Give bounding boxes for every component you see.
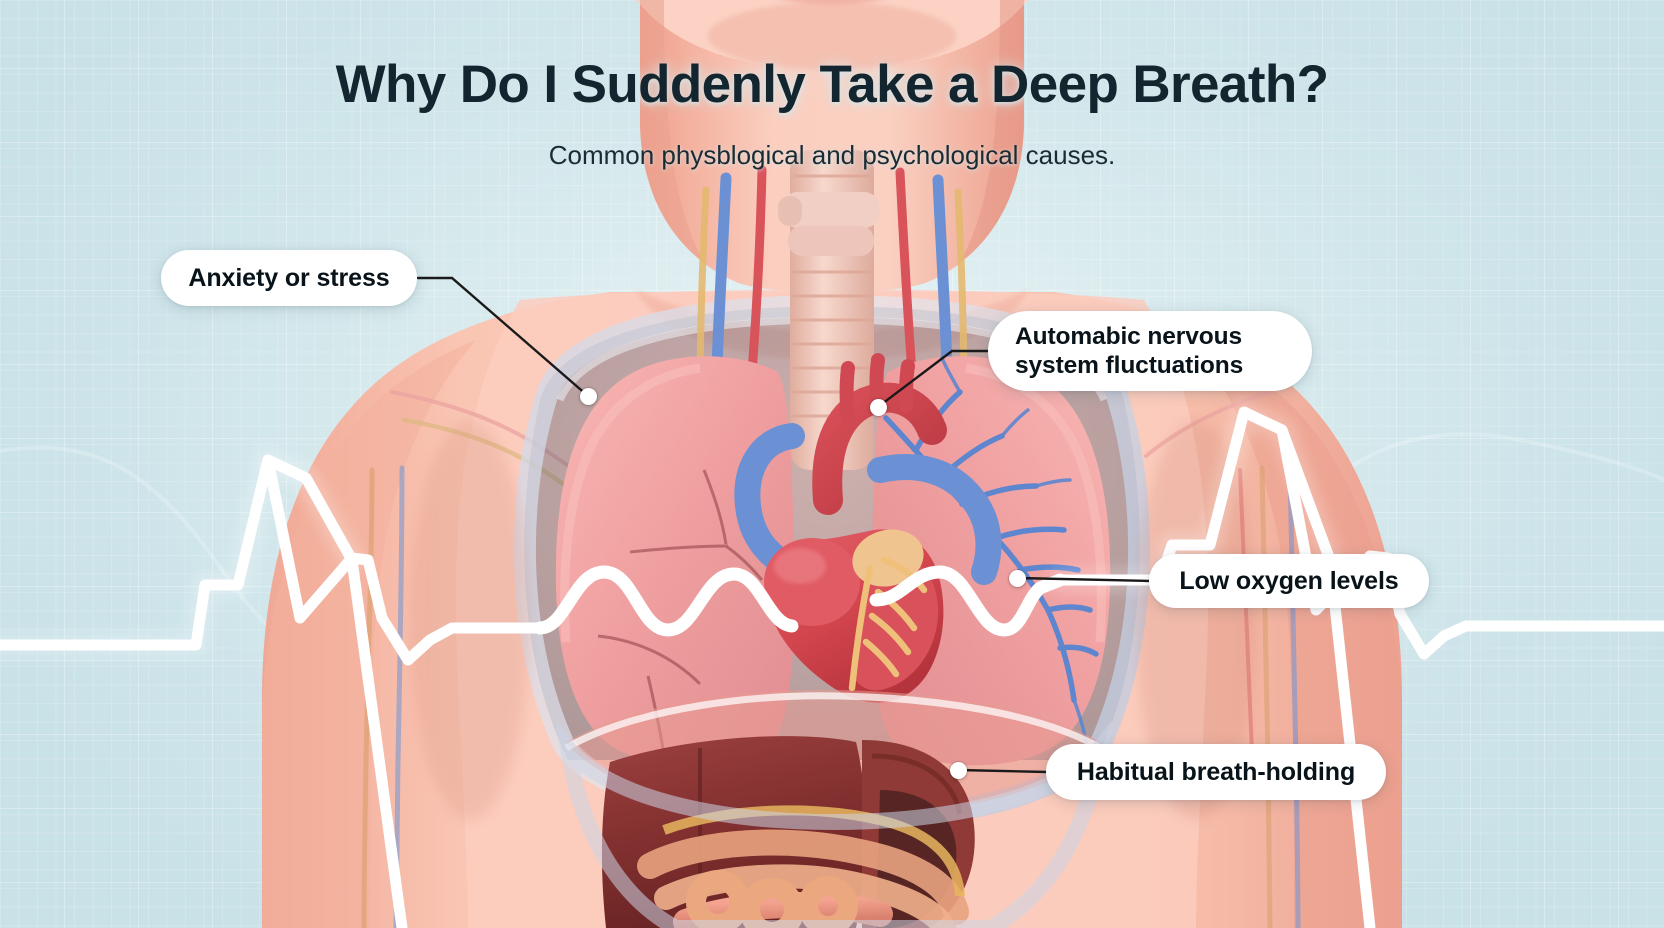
callout-autonomic-label: Automabic nervous system fluctuations: [1015, 322, 1243, 381]
anchor-dot-breath-holding: [950, 762, 967, 779]
anchor-dot-autonomic: [870, 399, 887, 416]
callout-autonomic-line-2: system fluctuations: [1015, 352, 1244, 379]
callout-anxiety-label: Anxiety or stress: [188, 263, 390, 292]
left-lung: [555, 356, 795, 769]
page-subtitle: Common physblogical and psychological ca…: [548, 140, 1116, 170]
callout-anxiety-or-stress[interactable]: Anxiety or stress: [161, 250, 417, 306]
callout-autonomic-line-1: Automabic nervous: [1015, 322, 1243, 350]
callout-habitual-breath-holding[interactable]: Habitual breath-holding: [1046, 744, 1386, 800]
callout-low-oxygen-label: Low oxygen levels: [1179, 566, 1399, 595]
callout-breath-holding-label: Habitual breath-holding: [1076, 757, 1356, 786]
callout-low-oxygen-levels[interactable]: Low oxygen levels: [1149, 554, 1429, 608]
anchor-dot-low-oxygen: [1009, 570, 1026, 587]
page-title: Why Do I Suddenly Take a Deep Breath?: [335, 55, 1329, 114]
anchor-dot-anxiety: [580, 388, 597, 405]
abdominal-organs: [601, 736, 975, 928]
callout-autonomic-nervous-system[interactable]: Automabic nervous system fluctuations: [988, 311, 1312, 391]
